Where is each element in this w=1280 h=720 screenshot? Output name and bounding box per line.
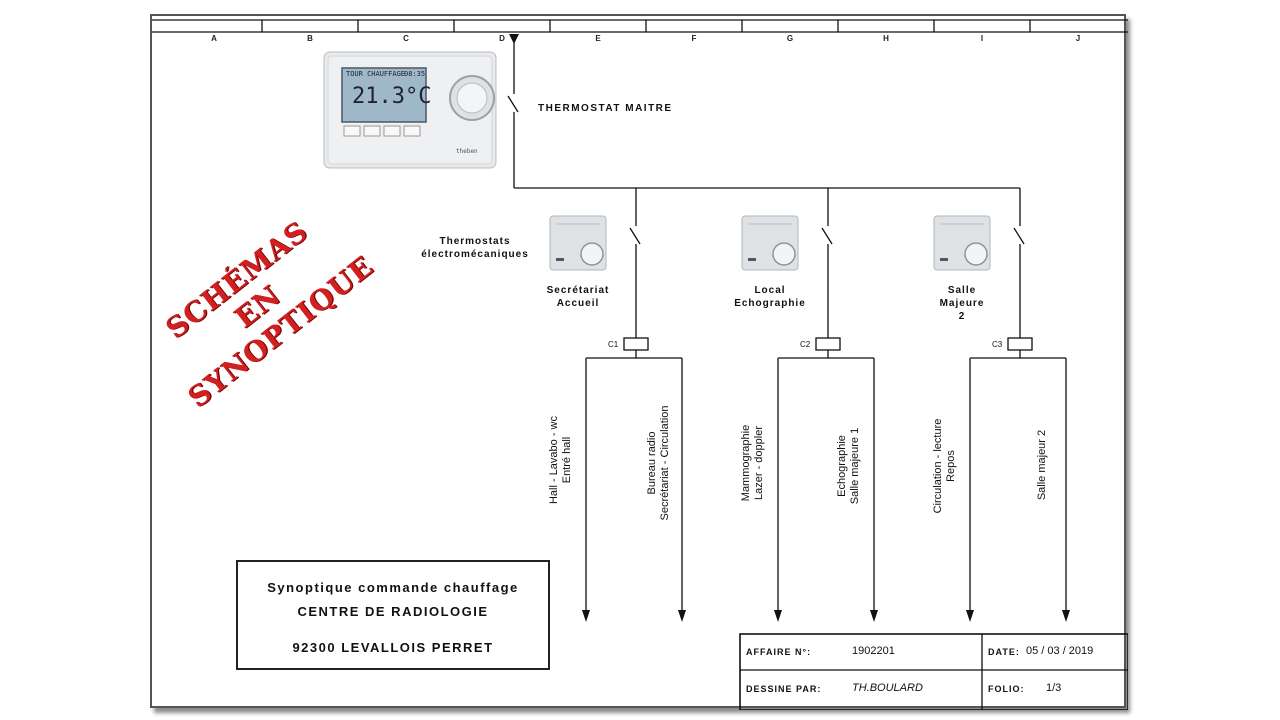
zone-thermostat-2 <box>741 215 799 271</box>
grid-col-c: C <box>403 34 409 43</box>
arrow-c3-a <box>966 610 974 622</box>
arrow-c2-b <box>870 610 878 622</box>
grid-col-i: I <box>980 34 984 43</box>
arrow-c3-b <box>1062 610 1070 622</box>
grid-col-b: B <box>307 34 313 43</box>
circuit-c3-a-line1: Circulation - lecture <box>932 418 944 514</box>
grid-col-j: J <box>1075 34 1081 43</box>
zone-1-name-line2: Accueil <box>556 298 600 309</box>
title-line1: Synoptique commande chauffage <box>267 580 519 595</box>
circuit-c2-a-line1: Mammographie <box>740 424 752 502</box>
master-thermostat-device <box>323 51 497 169</box>
circuit-c3-a: Circulation - lecture Repos <box>932 406 958 526</box>
zone-3-name-line3: 2 <box>958 311 966 322</box>
affaire-label: AFFAIRE N°: <box>746 647 812 657</box>
circuit-c3-b-line1: Salle majeur 2 <box>1036 429 1048 501</box>
lcd-screen <box>341 67 427 123</box>
master-thermostat-label: THERMOSTAT MAITRE <box>538 103 673 114</box>
title-box: Synoptique commande chauffage CENTRE DE … <box>236 560 550 670</box>
circuit-c2-a: Mammographie Lazer - doppler <box>740 408 766 518</box>
lcd-time: 08:35 <box>404 70 426 78</box>
folio-label: FOLIO: <box>988 684 1025 694</box>
grid-col-e: E <box>595 34 601 43</box>
arrow-c1-b <box>678 610 686 622</box>
grid-col-h: H <box>883 34 889 43</box>
circuit-c1-a-line2: Entré hall <box>561 436 573 484</box>
zone-thermostat-1 <box>549 215 607 271</box>
contactor-c2-label: C2 <box>800 340 811 349</box>
circuit-c2-b: Echographie Salle majeure 1 <box>836 416 862 516</box>
lcd-top-text: TOUR CHAUFFAGE <box>346 70 406 78</box>
thermostats-label-line1: Thermostats <box>439 236 511 247</box>
cartouche-frame <box>739 633 1128 710</box>
circuit-c2-b-line2: Salle majeure 1 <box>849 427 861 505</box>
zone-2-name-line2: Echographie <box>734 298 806 309</box>
contactor-c1 <box>623 337 649 351</box>
date-label: DATE: <box>988 647 1020 657</box>
date-value: 05 / 03 / 2019 <box>1026 645 1094 657</box>
switch-zone-1 <box>629 227 641 245</box>
master-switch <box>507 95 519 113</box>
thermostats-label-line2: électromécaniques <box>421 249 529 260</box>
thermostats-type-label: Thermostats électromécaniques <box>420 235 530 261</box>
zone-3-name: Salle Majeure 2 <box>912 284 1012 323</box>
contactor-c1-label: C1 <box>608 340 619 349</box>
zone-3-name-line2: Majeure <box>939 298 985 309</box>
zone-2-name: Local Echographie <box>720 284 820 310</box>
contactor-c2 <box>815 337 841 351</box>
switch-zone-2 <box>821 227 833 245</box>
title-line2: CENTRE DE RADIOLOGIE <box>297 604 489 619</box>
circuit-c1-b: Bureau radio Secrétariat - Circulation <box>646 388 672 538</box>
grid-col-d: D <box>499 34 505 43</box>
contactor-c3-label: C3 <box>992 340 1003 349</box>
grid-col-g: G <box>786 34 794 43</box>
zone-3-name-line1: Salle <box>947 285 977 296</box>
zone-1-name-line1: Secrétariat <box>546 285 610 296</box>
circuit-c1-a-line1: Hall - Lavabo - wc <box>548 415 560 505</box>
lcd-temperature: 21.3°C <box>352 84 432 109</box>
device-brand: theben <box>456 148 478 155</box>
affaire-value: 1902201 <box>852 645 895 657</box>
zone-1-name: Secrétariat Accueil <box>528 284 628 310</box>
arrow-c2-a <box>774 610 782 622</box>
arrow-c1-a <box>582 610 590 622</box>
folio-value: 1/3 <box>1046 682 1062 694</box>
master-arrow <box>509 34 519 44</box>
zone-2-name-line1: Local <box>754 285 786 296</box>
circuit-c1-b-line2: Secrétariat - Circulation <box>659 405 671 521</box>
circuit-c1-a: Hall - Lavabo - wc Entré hall <box>548 400 574 520</box>
circuit-c3-b: Salle majeur 2 <box>1036 420 1049 510</box>
dessine-value: TH.BOULARD <box>852 682 923 694</box>
switch-zone-3 <box>1013 227 1025 245</box>
contactor-c3 <box>1007 337 1033 351</box>
grid-col-f: F <box>691 34 697 43</box>
dessine-label: DESSINE PAR: <box>746 684 822 694</box>
drawing-sheet: A B C D E F G H I J <box>150 14 1128 710</box>
circuit-c2-b-line1: Echographie <box>836 435 848 497</box>
title-line3: 92300 LEVALLOIS PERRET <box>292 640 494 655</box>
zone-thermostat-3 <box>933 215 991 271</box>
circuit-c1-b-line1: Bureau radio <box>646 431 658 495</box>
circuit-c3-a-line2: Repos <box>945 450 957 482</box>
wiring-diagram <box>152 19 1128 710</box>
circuit-c2-a-line2: Lazer - doppler <box>753 426 765 500</box>
grid-col-a: A <box>211 34 217 43</box>
